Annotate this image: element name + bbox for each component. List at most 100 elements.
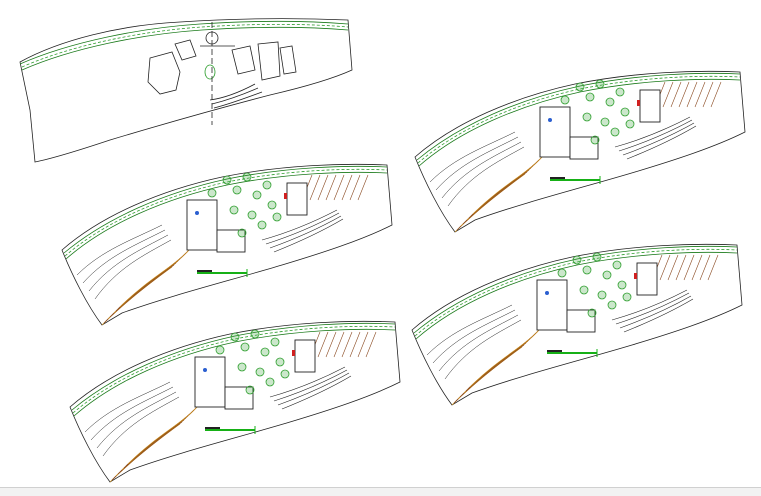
- tree-symbol: [270, 337, 280, 347]
- tree-symbol: [240, 342, 250, 352]
- road-edge: [21, 23, 349, 68]
- slope-hatch: [127, 405, 199, 465]
- tree-symbol: [620, 107, 630, 117]
- plan-top-right: [414, 70, 746, 233]
- tree-symbol: [245, 385, 255, 395]
- terrace-steps: [265, 212, 340, 245]
- contour-line: [447, 146, 525, 207]
- terrace-steps: [614, 116, 691, 148]
- tree-symbol: [557, 268, 567, 278]
- road-edge: [73, 328, 396, 417]
- marker: [548, 118, 552, 122]
- slope-hatch: [662, 81, 674, 108]
- slope-hatch: [667, 254, 679, 281]
- slope-hatch: [101, 266, 173, 326]
- slope-hatch: [710, 81, 722, 108]
- tree-symbol: [222, 175, 232, 185]
- tree-symbol: [252, 190, 262, 200]
- tree-symbol: [232, 185, 242, 195]
- site-boundary: [19, 18, 353, 163]
- road-edge: [64, 168, 388, 257]
- building-outline: [147, 51, 181, 95]
- tree-symbol: [582, 265, 592, 275]
- terrace-steps: [273, 218, 344, 253]
- slope-hatch: [317, 174, 329, 201]
- terrace-steps: [611, 289, 688, 321]
- slope-hatch: [349, 331, 361, 358]
- slope-hatch: [325, 331, 337, 358]
- contour-line: [102, 396, 180, 457]
- contour-line: [88, 234, 169, 292]
- tree-symbol: [615, 87, 625, 97]
- contour-line: [432, 309, 516, 364]
- plan-middle-left: [61, 163, 393, 326]
- tree-symbol: [207, 188, 217, 198]
- tree-symbol: [595, 79, 605, 89]
- site-boundary: [69, 320, 401, 483]
- tree-symbol: [605, 97, 615, 107]
- contour-line: [426, 304, 513, 356]
- building-outline: [216, 229, 246, 253]
- fountain: [204, 64, 216, 80]
- tree-symbol: [272, 212, 282, 222]
- slope-hatch: [333, 174, 345, 201]
- slope-hatch: [678, 81, 690, 108]
- tree-symbol: [215, 345, 225, 355]
- contour-line: [96, 391, 177, 449]
- building-outline: [639, 89, 661, 123]
- tree-symbol: [572, 255, 582, 265]
- slope-hatch: [702, 81, 714, 108]
- tree-symbol: [257, 220, 267, 230]
- building-outline: [636, 262, 658, 296]
- site-boundary: [414, 70, 746, 233]
- slope-hatch: [659, 254, 671, 281]
- terrace-steps: [615, 292, 690, 325]
- road-edge: [415, 251, 738, 340]
- slope-hatch: [119, 248, 191, 308]
- contour-line: [444, 319, 522, 380]
- terrace-steps: [277, 372, 350, 406]
- contour-line: [438, 314, 519, 372]
- slope-hatch: [469, 328, 541, 388]
- contour-line: [84, 381, 171, 433]
- tree-symbol: [590, 135, 600, 145]
- tree-symbol: [265, 377, 275, 387]
- terrace-steps: [269, 215, 342, 249]
- tree-symbol: [625, 119, 635, 129]
- tree-symbol: [575, 82, 585, 92]
- slope-hatch: [349, 174, 361, 201]
- plan-overview: [19, 18, 353, 163]
- tree-symbol: [255, 367, 265, 377]
- tree-symbol: [592, 252, 602, 262]
- slope-hatch: [456, 171, 528, 231]
- road-edge: [21, 26, 349, 71]
- plan-bottom-right: [411, 243, 743, 406]
- road-edge: [19, 20, 349, 65]
- road-edge: [414, 248, 738, 337]
- building-outline: [174, 39, 197, 61]
- contour-line: [76, 224, 163, 276]
- slope-hatch: [683, 254, 695, 281]
- tree-symbol: [230, 332, 240, 342]
- tree-symbol: [247, 210, 257, 220]
- tree-symbol: [617, 280, 627, 290]
- slope-hatch: [325, 174, 337, 201]
- building-outline: [286, 182, 308, 216]
- tree-symbol: [242, 172, 252, 182]
- road-edge: [417, 75, 741, 164]
- slope-hatch: [686, 81, 698, 108]
- tree-symbol: [612, 260, 622, 270]
- slope-hatch: [453, 344, 525, 404]
- marker: [545, 291, 549, 295]
- tree-symbol: [622, 292, 632, 302]
- contour-line: [441, 141, 522, 199]
- slope-hatch: [333, 331, 345, 358]
- slope-hatch: [675, 254, 687, 281]
- slope-hatch: [357, 331, 369, 358]
- building-outline: [186, 199, 218, 251]
- slope-hatch: [460, 167, 532, 227]
- road-edge: [65, 171, 388, 260]
- slope-hatch: [694, 81, 706, 108]
- tree-symbol: [610, 127, 620, 137]
